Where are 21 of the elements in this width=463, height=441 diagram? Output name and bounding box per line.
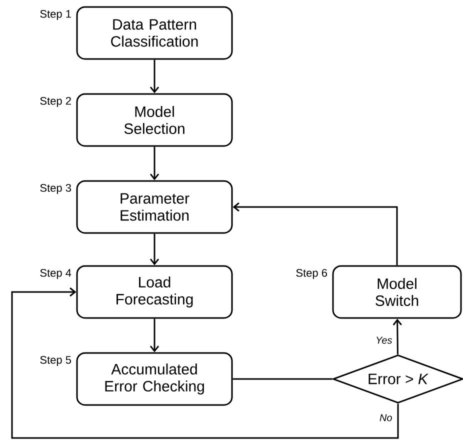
process-box: Data Pattern Classification (76, 6, 233, 60)
step-label: Step 4 (40, 269, 72, 279)
process-box: Model Selection (76, 93, 233, 147)
process-box: Accumulated Error Checking (76, 352, 233, 406)
step-label: Step 6 (296, 269, 327, 279)
arrow (150, 318, 160, 352)
arrow (150, 60, 160, 94)
step-label: Step 1 (40, 10, 71, 20)
arrow (232, 202, 398, 266)
step-label: Step 5 (40, 356, 72, 366)
process-box: Load Forecasting (76, 265, 233, 319)
step-label: Step 2 (40, 97, 71, 107)
process-box: Model Switch (332, 265, 462, 319)
step-label: Step 3 (40, 184, 71, 194)
arrow (150, 234, 160, 266)
edge-label: Yes (374, 336, 394, 345)
process-box: Parameter Estimation (76, 180, 233, 234)
arrow (392, 318, 402, 354)
edge-label: No (378, 413, 394, 422)
arrow (11, 287, 399, 439)
arrow (150, 146, 160, 180)
